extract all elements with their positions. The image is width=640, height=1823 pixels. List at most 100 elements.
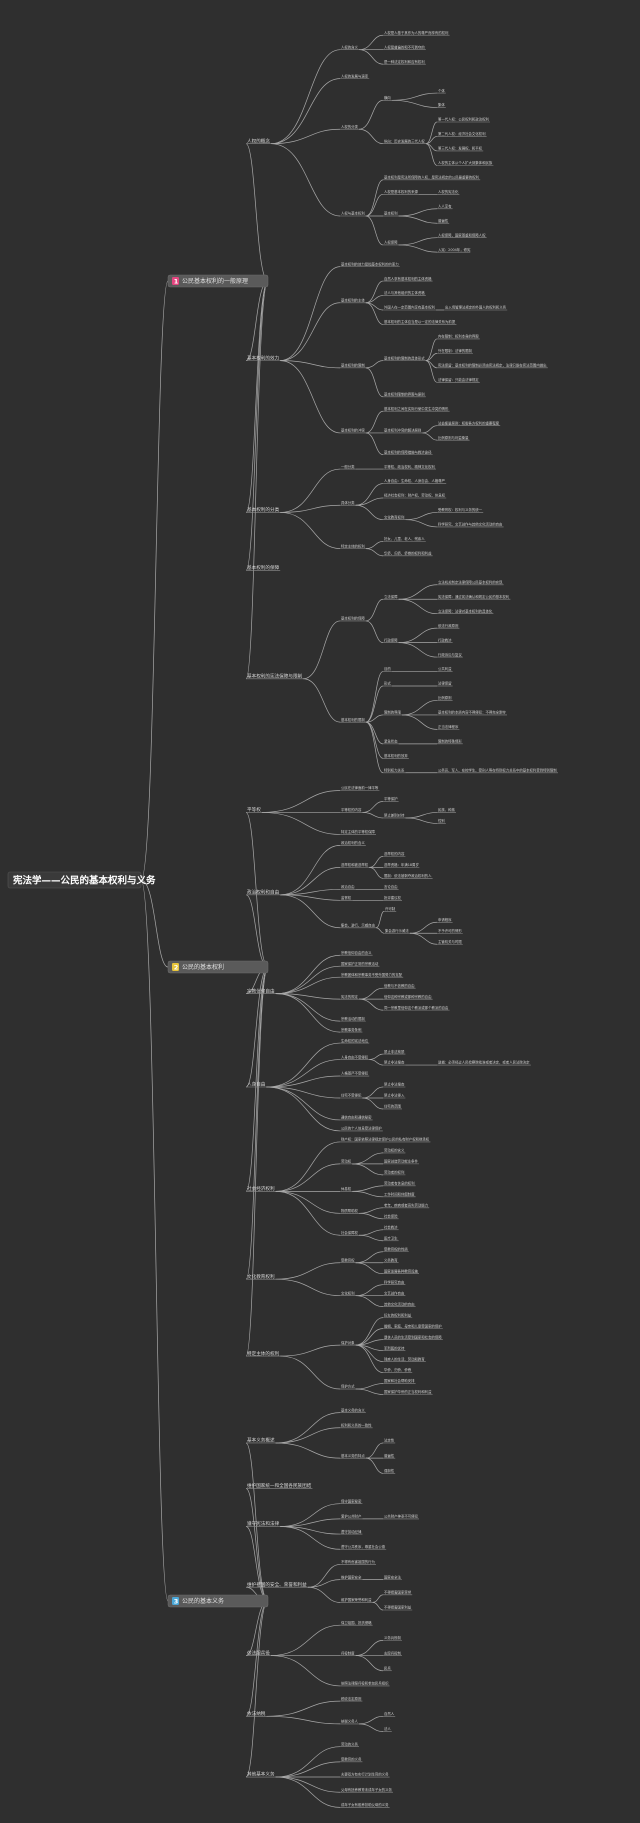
leaf-node: 科学研究、文艺创作与其他文化活动的自由 <box>438 522 502 527</box>
branch-node: 维护祖国的安全、荣誉和利益 <box>247 1581 307 1588</box>
leaf-node: 劳动者的权利 <box>384 1170 405 1175</box>
leaf-node: 劳动的义务 <box>341 1741 359 1746</box>
leaf-node: 民兵 <box>384 1665 391 1670</box>
leaf-node: 立法保障 <box>384 594 398 599</box>
category-number: 3 <box>174 1598 179 1606</box>
leaf-node: 基本权利的本质内容不得侵犯：不得完全剥夺 <box>438 710 506 715</box>
leaf-node: 普遍性 <box>438 218 449 223</box>
leaf-node: 言论自由 <box>384 884 398 889</box>
leaf-node: 限制的特殊情形 <box>438 739 462 744</box>
leaf-node: 法人与其他组织的主体资格 <box>384 290 425 295</box>
branch-node: 人权的概念 <box>247 137 270 144</box>
leaf-node: 婚姻、家庭、母亲和儿童受国家的保护 <box>384 1323 442 1328</box>
leaf-node: 华侨、归侨、侨眷 <box>384 1367 412 1372</box>
leaf-node: 行政保障 <box>384 637 398 642</box>
leaf-node: 是一种法定权利和应有权利 <box>384 59 425 64</box>
leaf-node: 保守国家秘密 <box>341 1498 362 1503</box>
branch-node: 遵守宪法和法律 <box>247 1520 280 1527</box>
leaf-node: 政治自由 <box>341 884 355 889</box>
leaf-node: 遵守公共秩序，尊重社会公德 <box>341 1544 386 1549</box>
leaf-node: 民族、种族 <box>438 807 456 812</box>
branch-node: 依法纳税 <box>247 1710 266 1717</box>
leaf-node: 义务兵役制 <box>384 1635 402 1640</box>
leaf-node: 信仰这种宗教或那种宗教的自由 <box>384 994 431 999</box>
leaf-node: 禁止非法搜查 <box>384 1060 405 1065</box>
leaf-node: 强制性 <box>384 1468 395 1473</box>
leaf-node: 公民的个人信息受法律保护 <box>341 1126 382 1131</box>
leaf-node: 依法行政原则 <box>438 623 459 628</box>
leaf-node: 性别 <box>438 818 445 823</box>
leaf-node: 基本权利冲突的解决原则 <box>384 428 422 433</box>
leaf-node: 财产权：国家依照法律规定保护公民的私有财产权和继承权 <box>341 1137 430 1142</box>
leaf-node: 政治权利的含义 <box>341 840 365 845</box>
leaf-node: 监督权 <box>341 895 352 900</box>
leaf-node: 老年、疾病或者丧失劳动能力 <box>384 1203 429 1208</box>
leaf-node: 文化教育权利 <box>384 514 405 519</box>
leaf-node: 社会保障权 <box>341 1230 359 1235</box>
leaf-node: 国家保护华侨的正当权利和利益 <box>384 1389 432 1394</box>
leaf-node: 人权与基本权利 <box>341 211 365 216</box>
leaf-node: 形式 <box>384 681 391 686</box>
category-number-badge <box>172 1597 179 1605</box>
leaf-node: 禁止非法搜查 <box>384 1082 405 1087</box>
leaf-node: 第二代人权：经济社会文化权利 <box>438 131 486 136</box>
leaf-node: 许可制 <box>385 906 396 911</box>
branch-node: 基本权利的宪法保障与限制 <box>247 672 303 679</box>
connector-lines <box>140 34 444 1808</box>
leaf-node: 保卫祖国、抵抗侵略 <box>341 1620 372 1625</box>
leaf-node: 受教育权 <box>341 1257 355 1262</box>
leaf-node: 集会游行示威法 <box>385 928 409 933</box>
leaf-node: 基本权利的限制的具体形式 <box>384 355 425 360</box>
leaf-node: 主管机关与时限 <box>438 939 462 944</box>
leaf-node: 基本权利 <box>384 211 398 216</box>
branch-node: 基本义务概述 <box>247 1437 275 1444</box>
leaf-node: 禁止非法侵入 <box>384 1093 405 1098</box>
leaf-node: 人权的发展与演变 <box>341 73 369 78</box>
leaf-node: 爱护公共财产 <box>341 1514 362 1519</box>
branch-node: 维护国家统一和全国各民族团结 <box>247 1482 312 1489</box>
leaf-node: 国家和社会帮助安排 <box>384 1378 415 1383</box>
leaf-node: 受教育权的性质 <box>384 1246 408 1251</box>
branch-node: 宗教信仰自由 <box>247 987 275 994</box>
leaf-node: 公共利益 <box>438 666 452 671</box>
leaf-node: 基本权利的限制 <box>341 717 365 722</box>
leaf-node: 国家发展各种教育设施 <box>384 1268 419 1273</box>
leaf-node: 保护对象 <box>341 1340 355 1345</box>
leaf-node: 法益衡量原则：权衡各方权利的重要程度 <box>438 420 500 425</box>
leaf-node: 人权是人基于其作为人的尊严而享有的权利 <box>384 30 449 35</box>
leaf-node: 宗教团体和宗教事务不受外国势力的支配 <box>341 972 403 977</box>
leaf-node: 选举权的内容 <box>384 851 405 856</box>
leaf-node: 受教育的义务 <box>341 1757 362 1762</box>
leaf-node: 文化权利 <box>341 1290 355 1295</box>
branch-node: 人身自由 <box>247 1081 266 1088</box>
leaf-node: 人权是普遍的和不可剥夺的 <box>384 44 425 49</box>
leaf-node: 华侨、归侨、侨眷的权利和利益 <box>384 551 432 556</box>
root-node <box>7 871 142 889</box>
leaf-node: 自然人享有基本权利的主体资格 <box>384 276 432 281</box>
leaf-node: 人权保障 <box>384 240 398 245</box>
leaf-node: 申请程序 <box>438 917 452 922</box>
leaf-node: 基本权利的限制 <box>341 363 365 368</box>
leaf-node: 国家保护正常的宗教活动 <box>341 961 379 966</box>
leaf-node: 同一宗教里信仰这个教派或那个教派的自由 <box>384 1005 448 1010</box>
branch-node: 依法服兵役 <box>247 1649 270 1656</box>
leaf-node: 选举资格：年满18周岁 <box>384 862 419 867</box>
leaf-node: 人权是基本权利的来源 <box>384 189 419 194</box>
leaf-node: 内在限制：权利本身的界限 <box>438 334 479 339</box>
leaf-node: 基本权利限制的界限与原则 <box>384 391 425 396</box>
leaf-node: 基本权利的主体应当是以一定的法律关系为前提 <box>384 319 456 324</box>
leaf-node: 人权保障，国家尊重和保障人权 <box>438 232 486 237</box>
category-node <box>167 274 269 288</box>
leaf-node: 比例原则 <box>438 695 452 700</box>
leaf-node: 普遍性 <box>384 1453 395 1458</box>
leaf-node: 受教育权：权利与义务的统一 <box>438 507 483 512</box>
branch-node: 其他基本义务 <box>247 1771 275 1778</box>
leaf-node: 国家创造劳动就业条件 <box>384 1159 419 1164</box>
leaf-node: 工作时间和休假制度 <box>384 1192 415 1197</box>
leaf-node: 妇女、儿童、老人、残疾人 <box>384 536 425 541</box>
leaf-node: 信教与不信教的自由 <box>384 983 415 988</box>
branch-node: 文化教育权利 <box>247 1273 275 1280</box>
category-number-badge <box>172 963 179 971</box>
leaf-node: 不得损害国家利益 <box>384 1605 412 1610</box>
